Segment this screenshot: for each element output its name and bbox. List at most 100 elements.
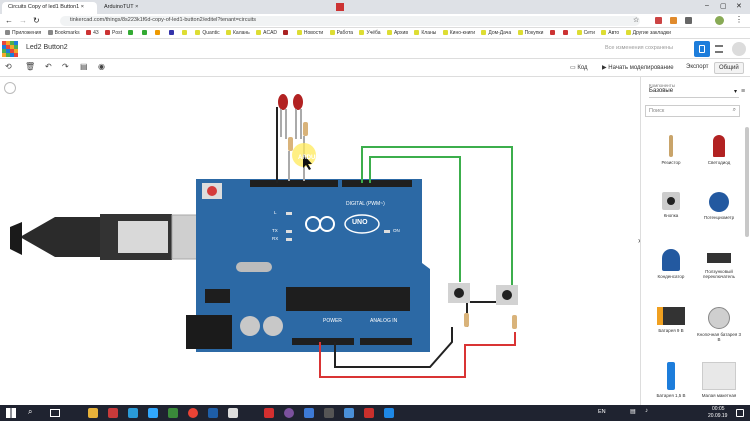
bookmark[interactable]: Работа [329, 30, 353, 36]
keyboard-language[interactable]: EN [598, 409, 606, 415]
notifications-icon[interactable] [736, 409, 744, 417]
bookmark[interactable]: Сети [576, 30, 595, 36]
export-button[interactable]: Экспорт [682, 62, 713, 74]
notes-icon[interactable]: ▤ [80, 62, 88, 71]
led-component[interactable] [293, 94, 303, 139]
list-view-icon[interactable] [715, 45, 723, 53]
component-breadboard-small[interactable]: Малая макетная [695, 362, 743, 398]
extension-icon[interactable] [670, 17, 677, 24]
bookmark[interactable]: Кланы [414, 30, 436, 36]
bookmark[interactable]: Учёба [359, 30, 381, 36]
panel-collapse-icon[interactable]: › [638, 236, 641, 245]
panel-scrollbar[interactable] [745, 127, 749, 237]
bookmark[interactable] [563, 30, 570, 36]
bookmark[interactable] [181, 30, 189, 36]
volume-icon[interactable]: ♪ [645, 408, 648, 414]
bookmark[interactable]: Bookmarks [47, 30, 80, 36]
taskbar-app-icon[interactable] [88, 408, 98, 418]
bookmark[interactable] [141, 30, 149, 36]
clock-date[interactable]: 20.09.19 [708, 413, 728, 419]
component-battery-9v[interactable]: Батарея 9 В [647, 307, 695, 333]
project-title[interactable]: Led2 Button2 [26, 44, 68, 51]
bookmark[interactable] [168, 30, 176, 36]
bookmark[interactable] [128, 30, 135, 36]
tinkercad-logo[interactable] [2, 41, 18, 57]
zoom-fit-icon[interactable] [4, 82, 16, 94]
bookmark[interactable] [155, 30, 162, 36]
browser-tab-active[interactable]: Circuits Copy of led1 Button1 × [2, 2, 97, 14]
window-close-icon[interactable]: ✕ [736, 3, 742, 10]
taskbar-app-icon[interactable] [364, 408, 374, 418]
component-led[interactable]: Светодиод [695, 135, 743, 165]
bookmark[interactable]: Quantic [195, 30, 220, 36]
circuit-view-button[interactable] [694, 41, 710, 57]
taskbar-app-icon[interactable] [304, 408, 314, 418]
bookmark[interactable]: Архив [386, 30, 408, 36]
taskbar-app-icon[interactable] [384, 408, 394, 418]
taskbar-app-icon[interactable] [324, 408, 334, 418]
category-select[interactable]: Базовые ▾ [649, 88, 739, 98]
taskbar-app-icon[interactable] [188, 408, 198, 418]
taskbar-app-icon[interactable] [108, 408, 118, 418]
usb-cable[interactable] [10, 214, 215, 260]
component-capacitor[interactable]: Конденсатор [647, 249, 695, 279]
search-input[interactable]: Поиск ⌕ [645, 105, 740, 117]
bookmark[interactable]: Дом-Дача [481, 30, 511, 36]
bookmark[interactable]: Другие закладки [625, 30, 671, 36]
circuit-canvas[interactable]: ARDUINO UNO DIGITAL (PWM~) ANALOG IN POW… [0, 77, 640, 405]
windows-start-icon[interactable] [6, 408, 16, 418]
back-icon[interactable]: ← [5, 16, 13, 25]
pushbutton-component[interactable] [496, 285, 518, 305]
window-maximize-icon[interactable]: ▢ [720, 3, 727, 10]
task-view-icon[interactable] [50, 409, 60, 417]
window-minimize-icon[interactable]: – [705, 2, 709, 9]
start-simulation-button[interactable]: ▶ Начать моделирование [598, 62, 678, 74]
pushbutton-component[interactable] [448, 283, 470, 303]
bookmark[interactable]: Приложения [5, 30, 41, 36]
bookmark[interactable]: Покупки [517, 30, 543, 36]
code-button[interactable]: ▭ Код [566, 62, 592, 74]
resistor-component[interactable] [464, 313, 517, 329]
extension-icon[interactable] [685, 17, 692, 24]
taskbar-app-icon[interactable] [168, 408, 178, 418]
profile-avatar[interactable] [715, 16, 724, 25]
undo-icon[interactable]: ↶ [45, 62, 52, 71]
bookmark[interactable]: Калань [226, 30, 250, 36]
user-avatar[interactable] [732, 42, 746, 56]
component-slide-switch[interactable]: Ползунковый переключатель [695, 249, 743, 279]
bookmark[interactable]: Авто [601, 30, 619, 36]
delete-icon[interactable]: 🗑 [25, 62, 36, 71]
taskbar-app-icon[interactable] [148, 408, 158, 418]
wire-red[interactable] [319, 332, 516, 378]
url-field[interactable]: tinkercad.com/things/8s223k1f6d-copy-of-… [60, 16, 640, 26]
taskbar-app-icon[interactable] [264, 408, 274, 418]
led-component[interactable] [278, 94, 288, 139]
bookmark[interactable]: Post [105, 30, 122, 36]
bookmark[interactable] [283, 30, 290, 36]
component-coin-battery[interactable]: Кнопочная батарея 3 В [695, 307, 743, 342]
bookmark[interactable]: Новости [296, 30, 323, 36]
bookmark[interactable] [549, 30, 557, 36]
taskbar-app-icon[interactable] [344, 408, 354, 418]
bookmark[interactable]: Кино-книги [442, 30, 475, 36]
forward-icon[interactable]: → [19, 16, 27, 25]
arduino-uno-board[interactable] [186, 179, 430, 352]
taskbar-app-icon[interactable] [228, 408, 238, 418]
search-icon[interactable]: ⌕ [28, 407, 33, 416]
bookmark[interactable]: ACAD [256, 30, 277, 36]
list-view-toggle-icon[interactable]: ≡ [741, 88, 746, 95]
taskbar-app-icon[interactable] [284, 408, 294, 418]
rotate-icon[interactable]: ⟲ [5, 62, 12, 71]
component-potentiometer[interactable]: Потенциометр [695, 192, 743, 220]
star-icon[interactable]: ☆ [633, 17, 640, 24]
menu-icon[interactable]: ⋮ [735, 15, 743, 24]
clock-time[interactable]: 00:05 [712, 406, 725, 412]
redo-icon[interactable]: ↷ [62, 62, 69, 71]
share-button[interactable]: Общий [714, 62, 744, 74]
reload-icon[interactable]: ↻ [33, 16, 40, 25]
visibility-icon[interactable]: ◉ [98, 62, 105, 71]
browser-tab[interactable]: ArduinoTUT × [98, 2, 158, 14]
extension-icon[interactable] [655, 17, 662, 24]
taskbar-app-icon[interactable] [128, 408, 138, 418]
component-button[interactable]: Кнопка [647, 192, 695, 218]
